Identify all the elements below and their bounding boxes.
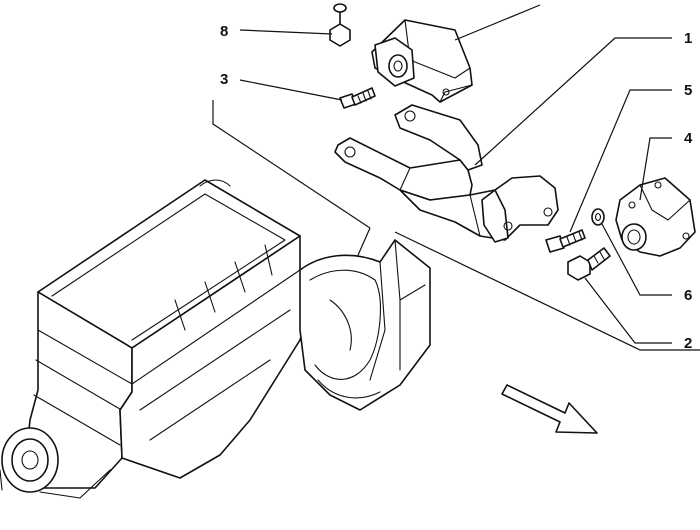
upper-mount-bracket <box>371 19 473 103</box>
leader-2 <box>584 277 672 344</box>
callout-6: 6 <box>684 287 692 304</box>
leader-1 <box>474 37 672 166</box>
callout-3: 3 <box>220 71 228 88</box>
leader-3 <box>239 79 343 101</box>
leader-6 <box>601 223 672 296</box>
washer <box>591 208 605 226</box>
frame-line-top <box>212 100 371 229</box>
bolt-8 <box>329 3 351 47</box>
callout-5: 5 <box>684 82 692 99</box>
bolt-2 <box>567 247 611 281</box>
side-mount-bracket <box>615 177 696 257</box>
leader-4 <box>639 137 672 201</box>
bolt-3 <box>339 87 376 109</box>
callout-8: 8 <box>220 23 228 40</box>
callout-2: 2 <box>684 335 692 352</box>
gearbox-housing <box>299 239 431 411</box>
engine-block <box>0 179 313 499</box>
leader-8b <box>454 4 541 41</box>
bolt-5 <box>545 229 586 253</box>
leader-5 <box>569 89 672 233</box>
direction-arrow <box>501 384 598 434</box>
callout-4: 4 <box>684 130 693 147</box>
support-arm <box>334 104 559 243</box>
frame-line-bottom <box>394 231 700 351</box>
leader-8 <box>239 29 333 35</box>
callout-1: 1 <box>684 30 692 47</box>
